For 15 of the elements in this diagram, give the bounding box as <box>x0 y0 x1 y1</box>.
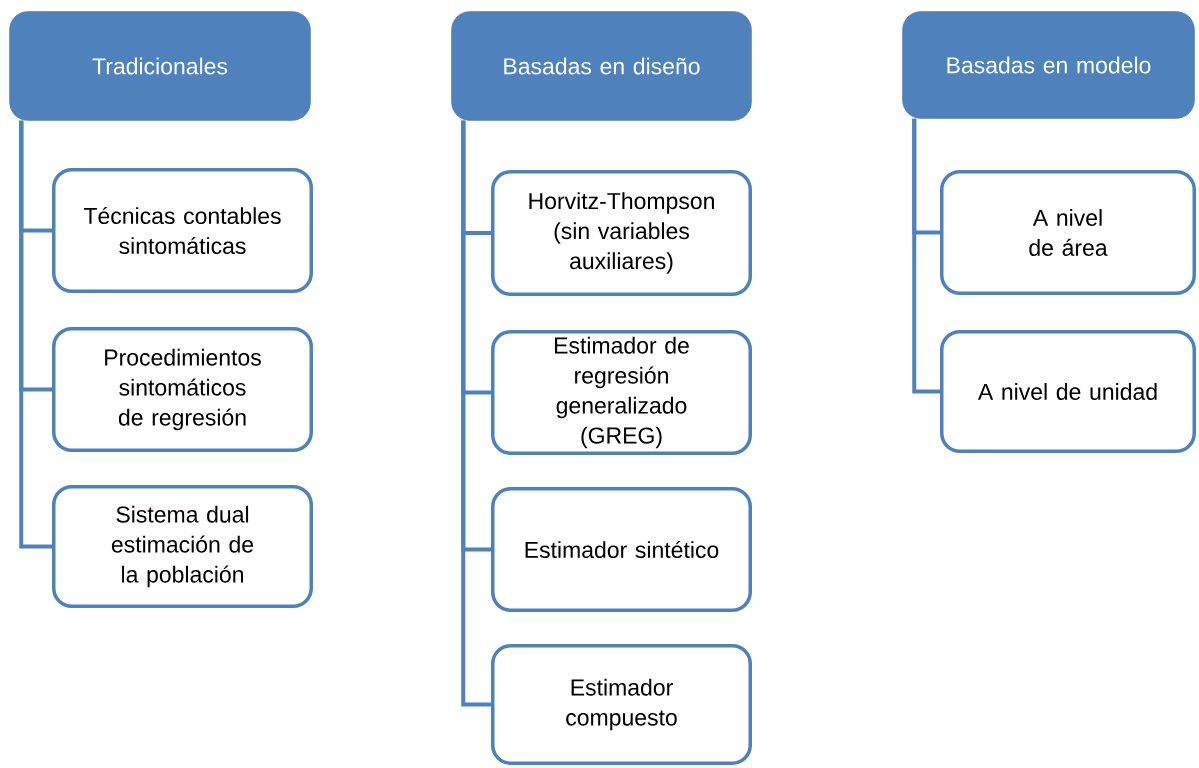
method-box: Estimador de regresión generalizado (GREG) <box>491 330 752 455</box>
method-box: Técnicas contables sintomáticas <box>52 168 313 293</box>
method-box: Sistema dual estimación de la población <box>52 485 313 608</box>
method-box: A nivel de unidad <box>940 330 1196 453</box>
connector <box>19 120 52 549</box>
method-box: Procedimientos sintomáticos de regresión <box>52 327 313 452</box>
connector <box>461 120 491 707</box>
connector <box>912 118 940 394</box>
method-box: Estimador compuesto <box>491 644 752 765</box>
category-box: Basadas en modelo <box>902 11 1195 119</box>
category-box: Tradicionales <box>9 11 311 121</box>
method-box: A nivel de área <box>940 170 1196 295</box>
category-box: Basadas en diseño <box>451 11 752 121</box>
method-box: Horvitz-Thompson (sin variables auxiliares) <box>491 170 752 296</box>
method-box: Estimador sintético <box>491 487 752 612</box>
